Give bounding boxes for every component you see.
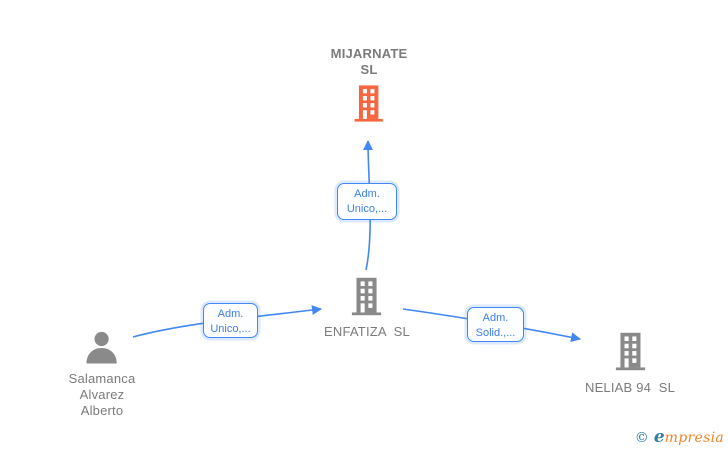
node-label-mijarnate-line2: SL	[360, 62, 378, 77]
node-label-mijarnate-line1: MIJARNATE	[330, 46, 408, 61]
building-icon	[324, 276, 410, 322]
node-mijarnate-sl[interactable]: MIJARNATE SL	[331, 46, 408, 129]
building-icon	[585, 331, 675, 377]
empresia-logo-initial: e	[653, 427, 665, 447]
edge-label-line2: Unico,...	[346, 203, 388, 215]
edge-label-adm-solid-to-neliab[interactable]: Adm. Solid.,...	[467, 307, 524, 342]
node-label-person-line1: Salamanca	[68, 371, 136, 386]
edge-label-adm-unico-to-enfatiza[interactable]: Adm. Unico,...	[203, 303, 258, 338]
edge-label-line2: Solid.,...	[475, 327, 516, 339]
node-label-person-line2: Alvarez	[79, 387, 125, 402]
empresia-logo-text: mpresia	[664, 430, 724, 446]
empresia-logo[interactable]: © empresia	[635, 427, 724, 447]
node-label-person-line3: Alberto	[80, 403, 124, 418]
node-enfatiza-sl[interactable]: ENFATIZA SL	[324, 276, 410, 340]
node-neliab-94-sl[interactable]: NELIAB 94 SL	[585, 331, 675, 396]
edge-label-line2: Unico,...	[210, 323, 251, 335]
edge-label-adm-unico-to-mijarnate[interactable]: Adm. Unico,...	[337, 183, 397, 220]
edge-label-line1: Adm.	[482, 312, 509, 324]
building-icon	[354, 83, 384, 129]
edge-label-line1: Adm.	[354, 188, 380, 200]
node-salamanca-alvarez-alberto[interactable]: Salamanca Alvarez Alberto	[69, 331, 136, 419]
person-icon	[69, 331, 136, 369]
copyright-icon: ©	[634, 430, 649, 446]
edge-label-line1: Adm.	[217, 308, 244, 320]
node-label-neliab: NELIAB 94 SL	[584, 380, 676, 395]
node-label-enfatiza: ENFATIZA SL	[324, 324, 410, 339]
